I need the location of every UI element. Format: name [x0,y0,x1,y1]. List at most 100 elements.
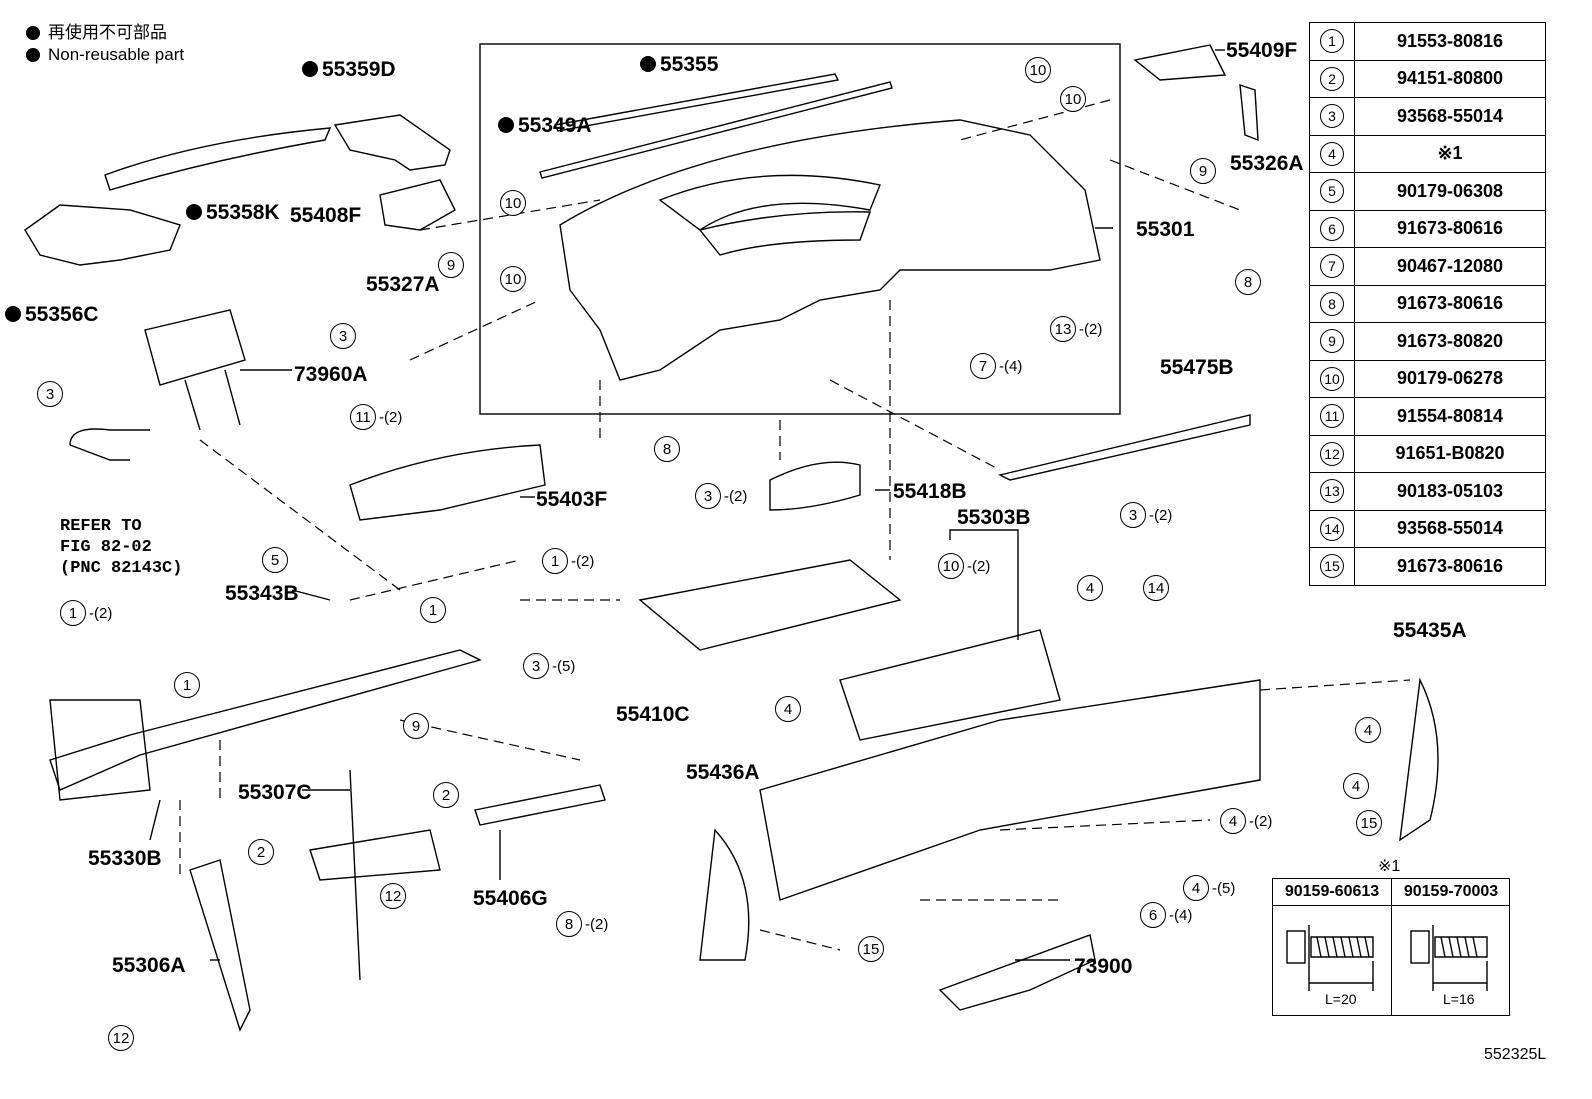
label-55403F: 55403F [536,488,608,511]
part-number-cell: ※1 [1354,134,1546,173]
label-55359D: 55359D [302,59,396,80]
item-number: 12 [1320,441,1344,466]
item-number: 13 [1320,479,1344,504]
note-right-length: L=16 [1443,991,1475,1007]
callout-4: 4-(2) [1220,808,1272,834]
callout-1: 1 [174,672,203,698]
item-number: 6 [1320,216,1344,241]
callout-3: 3-(2) [1120,502,1172,528]
part-number-cell: 90467-12080 [1354,247,1546,286]
callout-4: 4 [1343,773,1372,799]
reinforcement-55303B [759,679,1261,901]
figure-code: 552325L [1484,1046,1547,1063]
non-reusable-icon [498,117,514,133]
item-number: 11 [1320,404,1344,429]
callout-9: 9 [438,252,467,278]
bullet-icon [26,48,40,62]
label-55356C: 55356C [5,304,99,325]
item-number-cell: 8 [1309,284,1355,323]
label-55349A: 55349A [498,115,592,136]
panel-55475B [997,414,1251,481]
item-number-cell: 12 [1309,434,1355,473]
callout-4: 4-(5) [1183,875,1235,901]
label-55355: 55355 [640,54,718,75]
parts-table-row: 6 91673-80616 [1309,209,1546,248]
callout-12: 12 [108,1025,137,1051]
label-73900: 73900 [1074,955,1133,978]
label-55326A: 55326A [1230,152,1304,175]
label-55330B: 55330B [88,847,162,870]
label-55343B: 55343B [225,582,299,605]
label-55408F: 55408F [290,204,362,227]
parts-table-row: 13 90183-05103 [1309,472,1546,511]
callout-3: 3 [330,323,359,349]
part-73900 [938,934,1096,1011]
label-55306A: 55306A [112,954,186,977]
meter-55418B [769,461,861,511]
callout-4: 4 [775,696,804,722]
item-number: 1 [1320,29,1344,54]
item-number-cell: 13 [1309,472,1355,511]
callout-8: 8 [654,436,683,462]
parts-table-row: 4※1 [1309,134,1546,173]
steering-support [49,649,482,791]
callout-1: 1-(2) [60,600,112,626]
callout-11: 11-(2) [350,404,402,430]
legend-line-1: 再使用不可部品 [48,23,167,42]
part-number-cell: 91673-80616 [1354,284,1546,323]
callout-8: 8-(2) [556,911,608,937]
bolt-illustrations [1286,925,1488,991]
callout-10: 10 [500,266,529,292]
callout-8: 8 [1235,269,1264,295]
item-number: 2 [1320,66,1344,91]
part-number-cell: 91553-80816 [1354,22,1546,61]
fastener-note: 90159-60613 90159-70003 L=20 L=16 [1272,878,1510,1016]
callout-7: 7-(4) [970,353,1022,379]
label-55410C: 55410C [616,703,690,726]
tray-55410C [638,559,902,651]
item-number: 5 [1320,179,1344,204]
item-number-cell: 5 [1309,172,1355,211]
cover-55435A [1399,677,1439,842]
label-55418B: 55418B [893,480,967,503]
callout-9: 9 [1190,158,1219,184]
callout-1: 1 [420,597,449,623]
label-55436A: 55436A [686,761,760,784]
item-number-cell: 11 [1309,397,1355,436]
part-number-cell: 91673-80616 [1354,209,1546,248]
strip-55349A [539,81,893,179]
label-55301: 55301 [1136,218,1195,241]
part-number-cell: 91651-B0820 [1354,434,1546,473]
parts-table-row: 9 91673-80820 [1309,322,1546,361]
non-reusable-icon [640,56,656,72]
part-number-cell: 90183-05103 [1354,472,1546,511]
part-number-cell: 91673-80820 [1354,322,1546,361]
item-number-cell: 15 [1309,547,1355,586]
item-number-cell: 14 [1309,509,1355,548]
callout-10: 10-(2) [938,553,990,579]
cover-55409F [1133,44,1227,81]
note-title: ※1 [1378,858,1401,875]
pad-55358K [104,127,332,191]
item-number: 3 [1320,104,1344,129]
item-number: 9 [1320,329,1344,354]
parts-table-row: 12 91651-B0820 [1309,434,1546,473]
item-number-cell: 10 [1309,359,1355,398]
callout-10: 10 [1025,57,1054,83]
note-left-part: 90159-60613 [1273,879,1391,906]
callout-14: 14 [1143,575,1172,601]
strip-55355 [553,73,840,132]
callout-3: 3-(2) [695,483,747,509]
part-number-cell: 93568-55014 [1354,509,1546,548]
callout-13: 13-(2) [1050,316,1102,342]
label-55307C: 55307C [238,781,312,804]
legend-line-2: Non-reusable part [48,45,185,64]
label-55406G: 55406G [473,887,548,910]
